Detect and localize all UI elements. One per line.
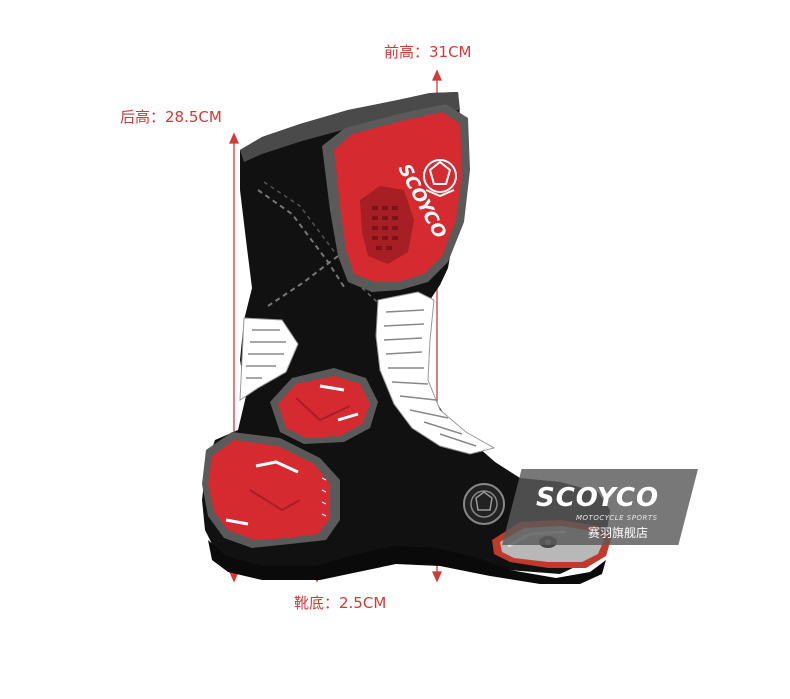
- calf-flex-panel: [239, 317, 299, 401]
- watermark-store-name: 赛羽旗舰店: [588, 526, 649, 540]
- watermark-tagline: MOTOCYCLE SPORTS: [576, 514, 658, 522]
- boot-body: SCOYCO: [202, 92, 612, 584]
- sole-height-label: 靴底：2.5CM: [294, 594, 387, 612]
- lion-emblem-icon: [423, 159, 457, 198]
- ankle-flex-panel: [375, 291, 496, 455]
- watermark-logo: SCOYCO: [536, 483, 660, 513]
- ankle-slider: [270, 368, 378, 444]
- front-height-label: 前高：31CM: [384, 43, 472, 61]
- heel-guard: [202, 432, 340, 548]
- brand-watermark: SCOYCO MOTOCYCLE SPORTS 赛羽旗舰店: [502, 469, 698, 545]
- side-emblem-icon: [463, 483, 505, 525]
- back-height-label: 后高：28.5CM: [120, 108, 222, 126]
- boot-sole: [208, 540, 606, 584]
